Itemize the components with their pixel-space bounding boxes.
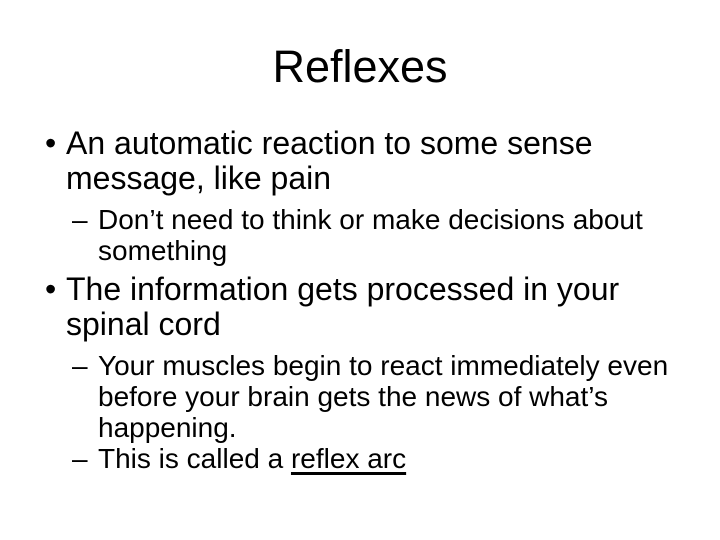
sub-bullet-item: – Don’t need to think or make decisions … — [72, 204, 705, 266]
dash-bullet-icon: – — [72, 350, 88, 381]
sub-bullet-item: – This is called a reflex arc — [72, 443, 705, 474]
bullet-line-text: This is called a — [98, 443, 291, 474]
bullet-line: This is called a reflex arc — [98, 443, 705, 474]
dash-bullet-icon: – — [72, 443, 88, 474]
underlined-term: reflex arc — [290, 443, 407, 474]
bullet-line: message, like pain — [66, 160, 332, 196]
bullet-line: something — [98, 235, 228, 266]
bullet-dot-icon: • — [45, 271, 57, 307]
sub-bullet-item: – Your muscles begin to react immediatel… — [72, 350, 705, 443]
bullet-item: • An automatic reaction to some sense me… — [45, 126, 705, 196]
bullet-line: Don’t need to think or make decisions ab… — [98, 204, 643, 235]
bullet-dot-icon: • — [45, 125, 57, 161]
bullet-line: before your brain gets the news of what’… — [98, 381, 609, 412]
bullet-item: • The information gets processed in your… — [45, 272, 705, 342]
bullet-line: An automatic reaction to some sense — [66, 125, 593, 161]
bullet-line: The information gets processed in your — [66, 271, 620, 307]
bullet-line: happening. — [98, 412, 237, 443]
bullet-line: Your muscles begin to react immediately … — [98, 350, 669, 381]
slide-body: • An automatic reaction to some sense me… — [45, 126, 705, 475]
slide-title: Reflexes — [272, 41, 448, 92]
bullet-line: spinal cord — [66, 306, 221, 342]
dash-bullet-icon: – — [72, 204, 88, 235]
